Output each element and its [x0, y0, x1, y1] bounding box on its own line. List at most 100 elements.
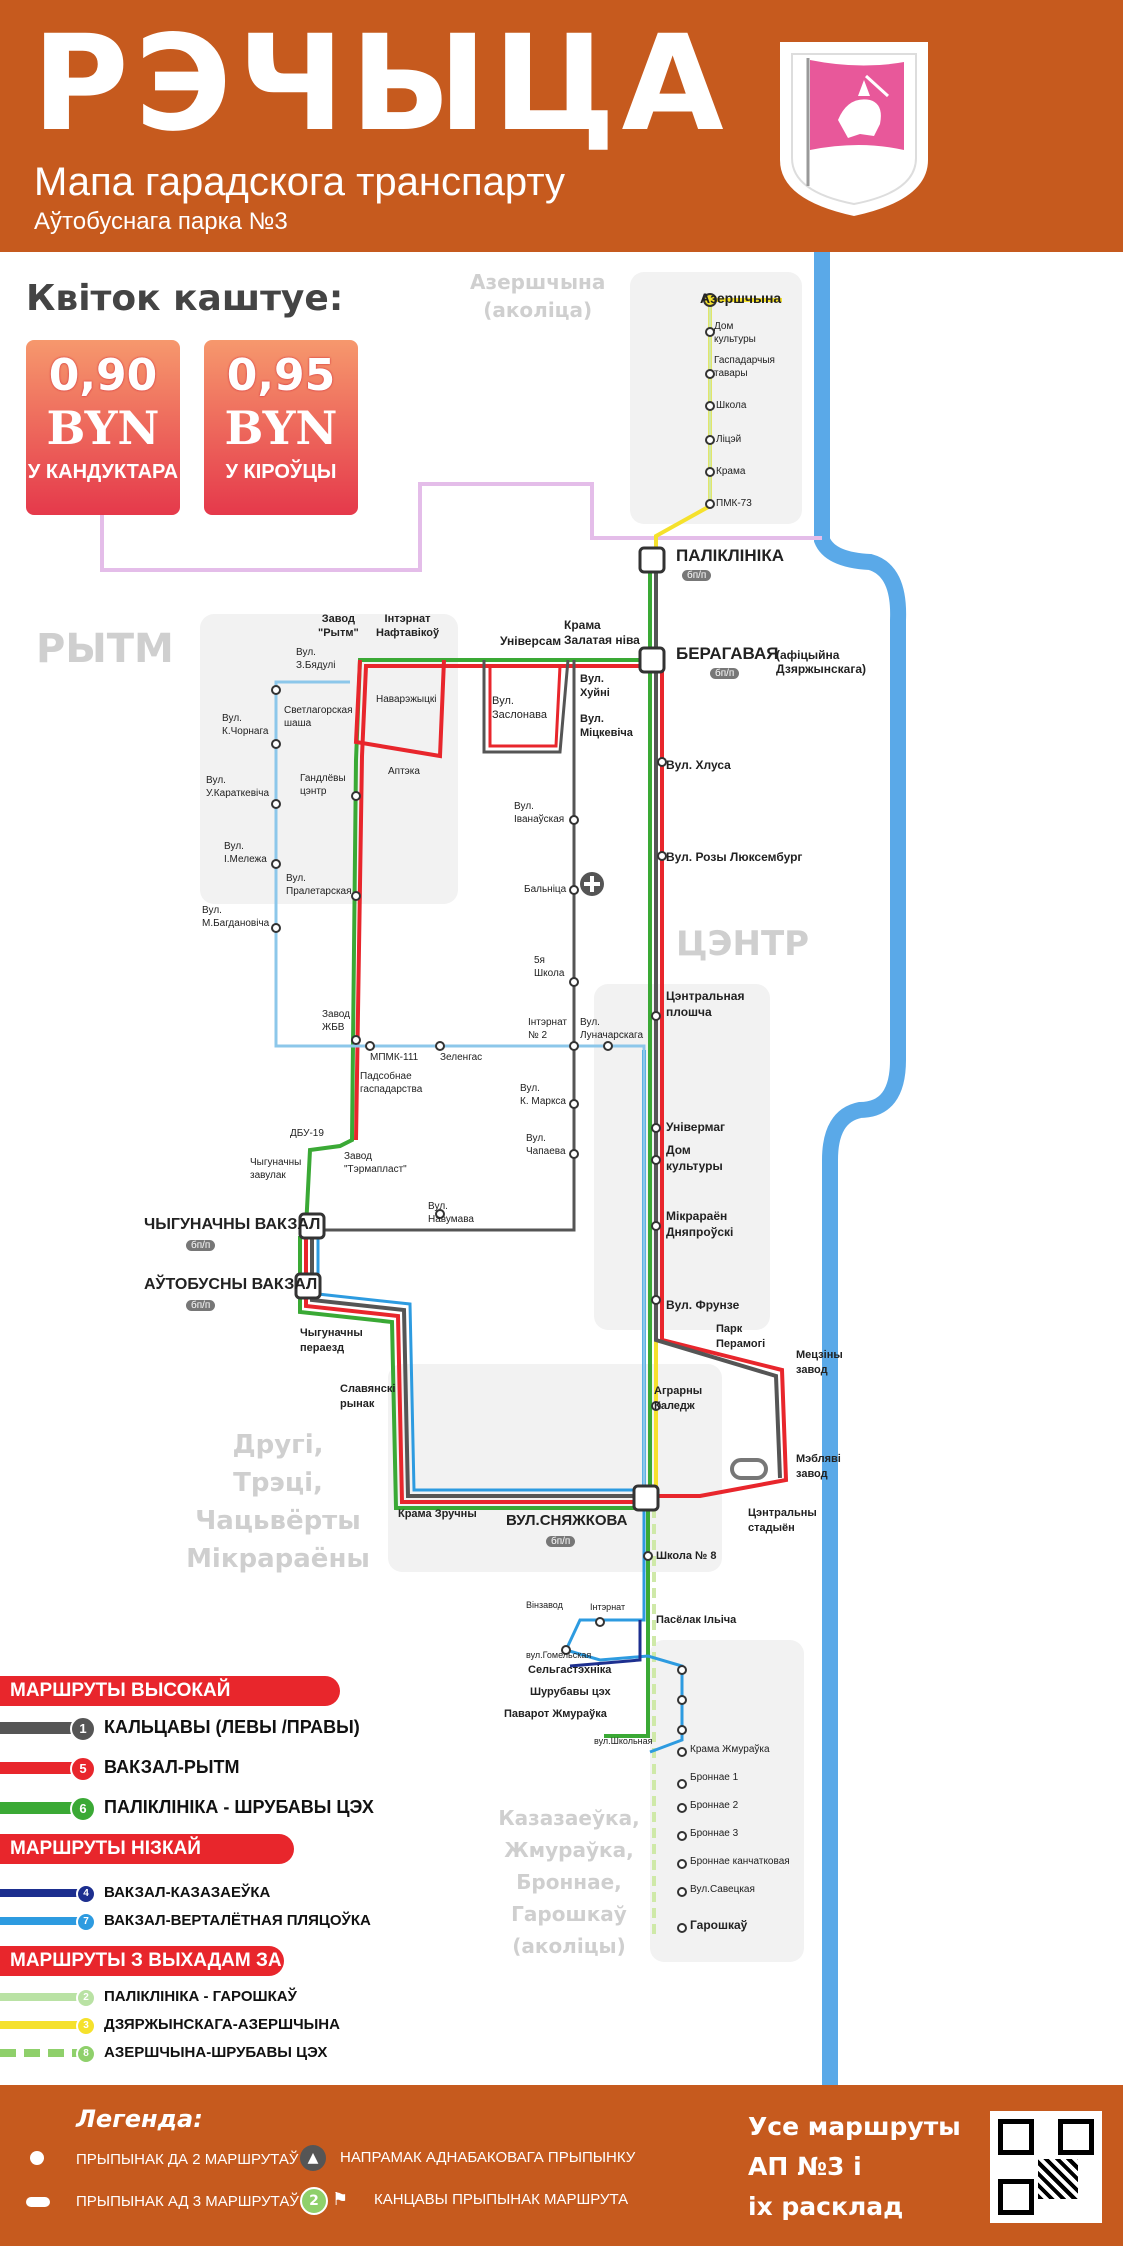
stop-krama-az[interactable]: Крама [716, 466, 746, 477]
stop-bdulia[interactable]: Вул.З.Бядулі [296, 647, 336, 671]
route-name: КАЛЬЦАВЫ (ЛЕВЫ /ПРАВЫ) [104, 1717, 360, 1737]
stop-sniazhkova[interactable]: ВУЛ.СНЯЖКОВА [506, 1512, 628, 1529]
stop-balnitsa[interactable]: Бальніца [524, 884, 567, 895]
route-number: 1 [70, 1716, 96, 1742]
stop-marksa[interactable]: Вул.К. Маркса [520, 1083, 566, 1107]
stop-savetskaya[interactable]: Вул.Савецкая [690, 1884, 755, 1895]
stop-navaryzhtsky[interactable]: Наварэжыцкі [376, 694, 437, 705]
route-number: 4 [76, 1884, 96, 1904]
stop-paliklinika[interactable]: ПАЛІКЛІНІКА [676, 546, 785, 565]
route-number: 2 [76, 1988, 96, 2008]
stop-gomelskaya[interactable]: вул.Гомельская [526, 1650, 592, 1660]
legend-low-title: МАРШРУТЫ НІЗКАЙ ІНТЭНСІЎНАСЦІ [0, 1834, 294, 1889]
all-routes-text: Усе маршруты АП №3 і іх расклад [748, 2112, 961, 2221]
stop-luxemburg[interactable]: Вул. Розы Люксембург [666, 850, 803, 864]
stop-praletarskaya[interactable]: Вул.Пралетарская [286, 873, 352, 897]
area-south: Казазаеўка,Жмураўка,Броннае,Гарошкаў(ако… [498, 1806, 640, 1958]
route-line [0, 1802, 84, 1814]
stop-zelengas[interactable]: Зеленгас [440, 1052, 483, 1063]
stop-shkola-az[interactable]: Школа [716, 400, 747, 411]
stop-univermag[interactable]: Універсам [500, 634, 562, 648]
stop-mpmk[interactable]: МПМК-111 [370, 1052, 419, 1063]
stop-chorny[interactable]: Вул.К.Чорнага [222, 713, 269, 737]
stop-vinzavod[interactable]: Вінзавод [526, 1600, 563, 1610]
stop-bronnae3[interactable]: Броннае 3 [690, 1828, 739, 1839]
stop-univermag2[interactable]: Універмаг [666, 1120, 726, 1134]
legend-title: Легенда: [76, 2105, 203, 2133]
stop-ivanauskaya[interactable]: Вул.Іванаўская [514, 801, 565, 825]
transport-map [100, 252, 907, 2085]
stop-bronnae1[interactable]: Броннае 1 [690, 1772, 739, 1783]
stop-bronnae-k[interactable]: Броннае канчатковая [690, 1856, 790, 1867]
stop-melezha[interactable]: Вул.І.Мележа [224, 841, 267, 865]
route-name: ДЗЯРЖЫНСКАГА-АЗЕРШЧЫНА [104, 2016, 340, 2033]
stop-mitskevicha[interactable]: Вул.Міцкевіча [580, 713, 633, 739]
stop-dbu[interactable]: ДБУ-19 [290, 1128, 324, 1139]
stop-paselak[interactable]: Пасёлак Ільіча [656, 1614, 737, 1626]
stop-karatkevicha[interactable]: Вул.У.Караткевіча [206, 775, 270, 799]
stop-shkolnaya[interactable]: вул.Школьная [594, 1736, 653, 1746]
stop-khuini[interactable]: Вул.Хуйні [580, 673, 610, 699]
stop-khlusa[interactable]: Вул. Хлуса [666, 758, 731, 772]
stop-shurubavy[interactable]: Шурубавы цэх [530, 1686, 611, 1698]
route-name: ВАКЗАЛ-РЫТМ [104, 1757, 240, 1777]
legend-out-title: МАРШРУТЫ З ВЫХАДАМ ЗА ГОРАД [0, 1946, 284, 2001]
stop-litsei[interactable]: Ліцэй [716, 434, 742, 445]
stop-krama-zruchny[interactable]: Крама Зручны [398, 1508, 477, 1520]
stop-pavarot[interactable]: Паварот Жмураўка [504, 1708, 607, 1720]
stop-zavod-rytm[interactable]: Завод"Рытм" [318, 613, 359, 639]
route-name: ПАЛІКЛІНІКА - ШРУБАВЫ ЦЭХ [104, 1797, 374, 1817]
stop-selgas[interactable]: Сельгастэхніка [528, 1664, 612, 1676]
stop-lunacharskaga[interactable]: Вул.Луначарскага [580, 1017, 644, 1041]
legend-stop2: ПРЫПЫНАК ДА 2 МАРШРУТАЎ [76, 2151, 299, 2168]
route-name: АЗЕРШЧЫНА-ШРУБАВЫ ЦЭХ [104, 2044, 328, 2061]
badge-bp: бп/п [186, 1300, 216, 1311]
stop-garoshkau[interactable]: Гарошкаў [690, 1918, 748, 1932]
ticket-currency: BYN [46, 401, 160, 455]
stop-pmk73[interactable]: ПМК-73 [716, 498, 752, 509]
route-line [0, 1993, 84, 2001]
stop-rail-station[interactable]: ЧЫГУНАЧНЫ ВАКЗАЛ [144, 1216, 321, 1233]
stop-aptek[interactable]: Аптэка [388, 766, 420, 777]
stop-beragavaya[interactable]: БЕРАГАВАЯ [676, 644, 779, 663]
terminal-icon: 2 [300, 2187, 328, 2215]
stop-navumava[interactable]: Вул.Навумава [428, 1201, 474, 1225]
stop-krama-zhm[interactable]: Крама Жмураўка [690, 1744, 770, 1755]
route-number: 6 [70, 1796, 96, 1822]
stop-bronnae2[interactable]: Броннае 2 [690, 1800, 739, 1811]
stop-internat[interactable]: Інтэрнат [590, 1602, 626, 1612]
stop-bus-station[interactable]: АЎТОБУСНЫ ВАКЗАЛ [144, 1276, 318, 1293]
legend-terminal: КАНЦАВЫ ПРЫПЫНАК МАРШРУТА [374, 2191, 629, 2208]
stop-termaplast[interactable]: Завод"Тэрмапласт" [344, 1151, 407, 1175]
stop-bagdanovicha[interactable]: Вул.М.Багдановіча [202, 905, 270, 929]
ticket-conductor: 0,90 BYN У КАНДУКТАРА [26, 340, 180, 515]
stop-azershchyna[interactable]: Азершчына [700, 290, 782, 306]
qr-code-icon[interactable] [990, 2111, 1102, 2223]
stop-frunze[interactable]: Вул. Фрунзе [666, 1298, 740, 1312]
stop-shkola8[interactable]: Школа № 8 [656, 1550, 717, 1562]
footer: Легенда: ПРЫПЫНАК ДА 2 МАРШРУТАЎ ПРЫПЫНА… [0, 2085, 1123, 2246]
stop-zaslonava[interactable]: Вул.Заслонава [492, 695, 547, 721]
stop-chapaeva[interactable]: Вул.Чапаева [526, 1133, 566, 1157]
